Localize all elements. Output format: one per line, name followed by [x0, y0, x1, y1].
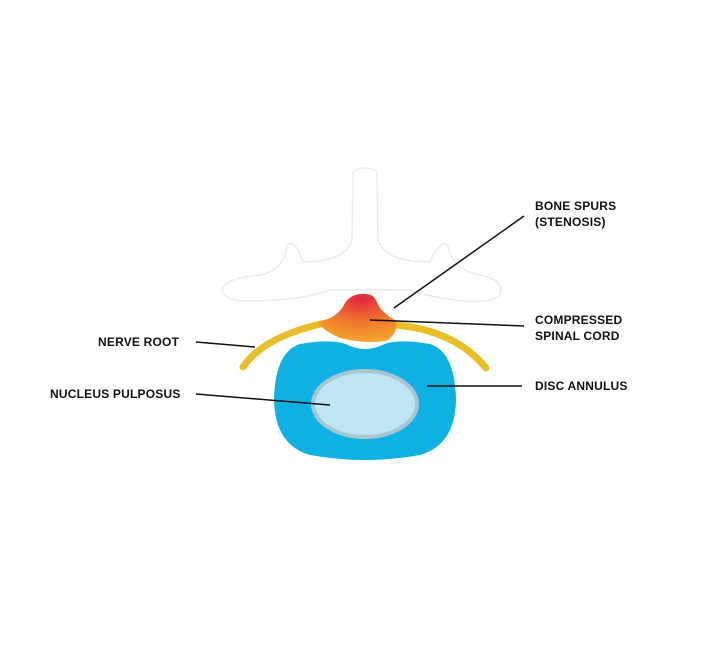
label-disc-annulus: DISC ANNULUS	[535, 379, 628, 393]
label-line: BONE SPURS	[535, 199, 617, 213]
nucleus-pulposus	[311, 369, 419, 439]
vertebra-outline	[221, 167, 502, 303]
label-bone-spurs: BONE SPURS (STENOSIS)	[535, 198, 616, 230]
label-line: (STENOSIS)	[535, 215, 606, 229]
leader-compressed-cord	[369, 319, 525, 327]
leader-bone-spurs	[393, 215, 525, 309]
leader-nerve-root	[195, 341, 256, 348]
label-nucleus-pulposus: NUCLEUS PULPOSUS	[50, 387, 181, 401]
compressed-spinal-cord	[318, 293, 397, 343]
leader-nucleus	[195, 393, 331, 406]
label-nerve-root: NERVE ROOT	[98, 335, 180, 349]
label-line: COMPRESSED	[535, 313, 623, 327]
label-line: SPINAL CORD	[535, 329, 620, 343]
label-compressed-cord: COMPRESSED SPINAL CORD	[535, 312, 622, 344]
